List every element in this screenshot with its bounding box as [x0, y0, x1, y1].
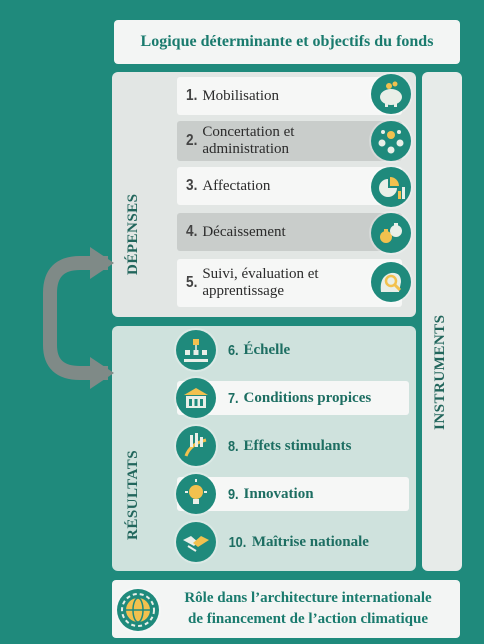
- piggy-bank-icon: [371, 74, 411, 114]
- fund-logic-title: Logique déterminante et objectifs du fon…: [114, 20, 460, 64]
- pie-chart-icon: [371, 167, 411, 207]
- footer-title: Rôle dans l’architecture internationale …: [158, 588, 458, 630]
- depense-item-affectation: 3.Affectation: [177, 167, 402, 205]
- footer-line-1: Rôle dans l’architecture internationale: [184, 590, 432, 606]
- depense-item-suivi: 5.Suivi, évaluation et apprentissage: [177, 259, 402, 307]
- footer-box: [112, 580, 460, 638]
- instruments-panel: [422, 72, 462, 571]
- handshake-icon: [176, 522, 216, 562]
- money-bags-icon: [371, 213, 411, 253]
- footer-line-2: de financement de l’action climatique: [188, 611, 428, 627]
- growth-icon: [176, 426, 216, 466]
- depenses-label: DÉPENSES: [125, 193, 141, 275]
- depense-item-decaissement: 4.Décaissement: [177, 213, 402, 251]
- resultats-label: RÉSULTATS: [125, 449, 141, 540]
- depense-item-concertation: 2.Concertation et administration: [177, 121, 402, 161]
- globe-icon: [117, 589, 159, 631]
- people-network-icon: [371, 121, 411, 161]
- resultat-item-maitrise: 10.Maîtrise nationale: [177, 525, 409, 559]
- lightbulb-icon: [176, 474, 216, 514]
- building-icon: [176, 378, 216, 418]
- cycle-arrow-icon: [43, 247, 114, 389]
- hierarchy-icon: [176, 330, 216, 370]
- instruments-label: INSTRUMENTS: [432, 314, 448, 430]
- magnifier-head-icon: [371, 262, 411, 302]
- depense-item-mobilisation: 1.Mobilisation: [177, 77, 402, 115]
